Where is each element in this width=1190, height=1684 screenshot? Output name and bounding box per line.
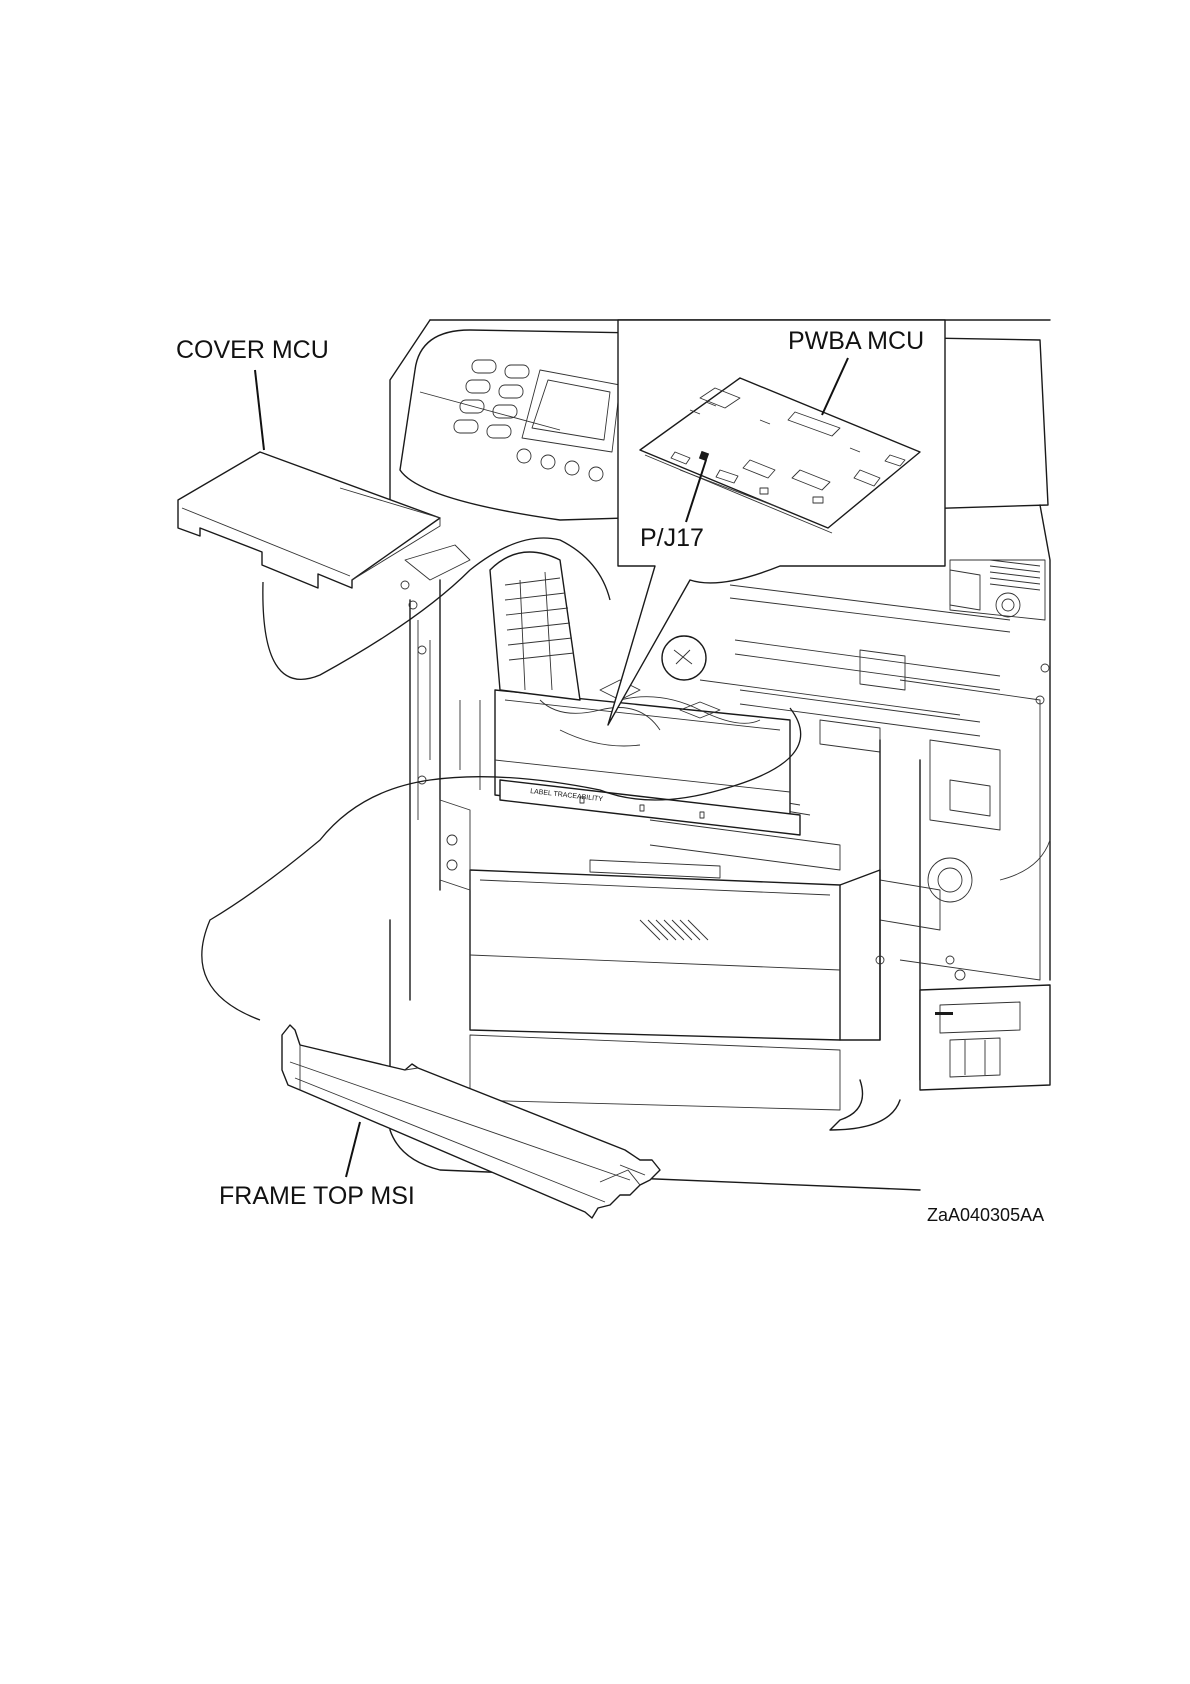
pwba-mcu-inset: PWBA MCU P/J17 xyxy=(608,320,945,725)
mcu-bay: LABEL TRACEABILITY xyxy=(490,552,800,835)
cover-mcu-leader xyxy=(255,370,264,450)
figure-id: ZaA040305AA xyxy=(927,1205,1044,1225)
frame-top-msi-leader xyxy=(346,1122,360,1177)
pwba-mcu-label: PWBA MCU xyxy=(788,327,924,355)
frame-top-msi-label: FRAME TOP MSI xyxy=(219,1182,415,1210)
paper-stack xyxy=(640,920,708,940)
pj17-label: P/J17 xyxy=(640,524,704,552)
ribbed-roller-area xyxy=(990,560,1040,590)
frame-top-msi-part: FRAME TOP MSI xyxy=(219,1025,660,1218)
cover-mcu-label: COVER MCU xyxy=(176,336,329,364)
